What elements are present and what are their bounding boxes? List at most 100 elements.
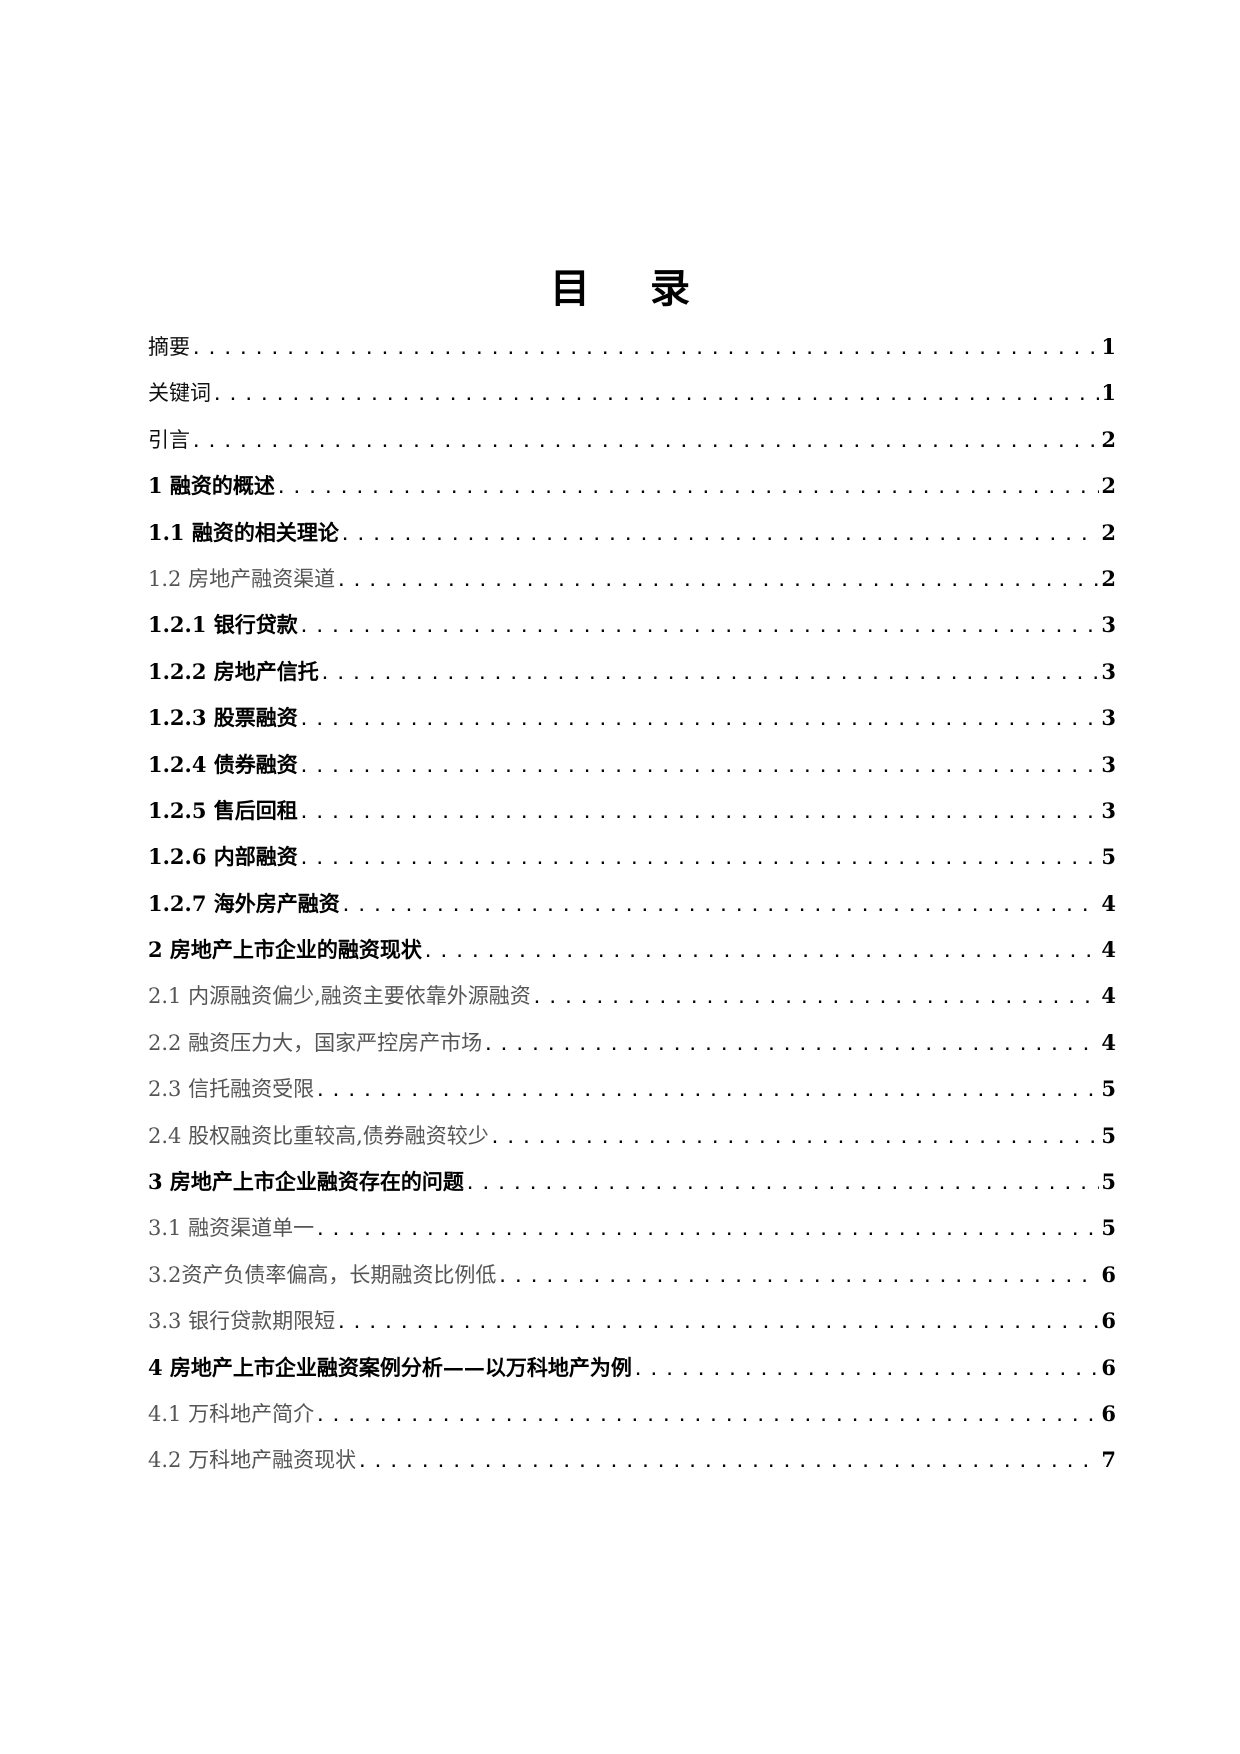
toc-entry-page-number: 1 [1101, 334, 1116, 359]
toc-entry-label: 1 融资的概述 [148, 473, 275, 499]
toc-entry[interactable]: 2.1 内源融资偏少,融资主要依靠外源融资 4 [148, 979, 1116, 1025]
dot-leader [337, 565, 1099, 599]
toc-entry[interactable]: 3 房地产上市企业融资存在的问题 5 [148, 1165, 1116, 1211]
dot-leader [213, 379, 1099, 413]
dot-leader [337, 1307, 1099, 1341]
toc-entry[interactable]: 1.2.3 股票融资3 [148, 701, 1116, 747]
toc-entry-page-number: 4 [1101, 1029, 1116, 1055]
dot-leader [192, 333, 1099, 367]
toc-entry-page-number: 3 [1101, 612, 1116, 638]
toc-entry-page-number: 3 [1101, 705, 1116, 731]
dot-leader [533, 982, 1100, 1016]
dot-leader [192, 426, 1099, 460]
toc-entry-label: 3.1 融资渠道单一 [148, 1216, 315, 1241]
toc-entry-page-number: 2 [1101, 565, 1116, 591]
toc-entry-page-number: 5 [1101, 1076, 1116, 1102]
toc-entry[interactable]: 1.2.5 售后回租 3 [148, 794, 1116, 840]
toc-entry[interactable]: 1.2.2 房地产信托 3 [148, 655, 1116, 701]
dot-leader [300, 843, 1100, 877]
toc-entry[interactable]: 摘要 1 [148, 330, 1116, 376]
toc-entry-page-number: 5 [1101, 1215, 1116, 1241]
toc-entry-page-number: 3 [1101, 797, 1116, 823]
toc-entry-label: 4 房地产上市企业融资案例分析——以万科地产为例 [148, 1354, 632, 1380]
toc-entry-label: 4.1 万科地产简介 [148, 1401, 315, 1426]
toc-entry-label: 1.2.5 售后回租 [148, 797, 298, 823]
toc-entry[interactable]: 3.3 银行贷款期限短 6 [148, 1304, 1116, 1350]
dot-leader [342, 890, 1100, 924]
toc-entry-page-number: 6 [1101, 1261, 1116, 1287]
dot-leader [300, 751, 1100, 785]
toc-entry-page-number: 5 [1101, 1122, 1116, 1148]
toc-entry-page-number: 6 [1101, 1354, 1116, 1380]
dot-leader [341, 519, 1100, 553]
toc-entry[interactable]: 3.2资产负债率偏高，长期融资比例低 6 [148, 1258, 1116, 1304]
toc-entry[interactable]: 关键词 1 [148, 376, 1116, 422]
toc-entry-page-number: 6 [1101, 1400, 1116, 1426]
toc-entry[interactable]: 4 房地产上市企业融资案例分析——以万科地产为例 6 [148, 1351, 1116, 1397]
toc-entry[interactable]: 2.2 融资压力大，国家严控房产市场 4 [148, 1026, 1116, 1072]
toc-entry[interactable]: 1.2.7 海外房产融资 4 [148, 887, 1116, 933]
dot-leader [300, 797, 1100, 831]
toc-entry[interactable]: 2 房地产上市企业的融资现状4 [148, 933, 1116, 979]
toc-title-char-2: 录 [650, 264, 750, 312]
toc-entry-page-number: 5 [1101, 1169, 1116, 1195]
toc-entry[interactable]: 引言 2 [148, 423, 1116, 469]
toc-entry-label: 1.2.2 房地产信托 [148, 658, 319, 684]
toc-title-char-1: 目 [550, 264, 650, 312]
dot-leader [634, 1354, 1099, 1388]
toc-entry-page-number: 5 [1101, 844, 1116, 870]
dot-leader [358, 1446, 1099, 1480]
toc-entry[interactable]: 2.3 信托融资受限 5 [148, 1072, 1116, 1118]
toc-entry[interactable]: 4.2 万科地产融资现状 7 [148, 1443, 1116, 1489]
toc-entry-label: 1.2.7 海外房产融资 [148, 890, 340, 916]
dot-leader [321, 658, 1100, 692]
toc-entry[interactable]: 4.1 万科地产简介 6 [148, 1397, 1116, 1443]
table-of-contents: 摘要1关键词1引言21 融资的概述21.1 融资的相关理论21.2 房地产融资渠… [148, 330, 1116, 1490]
toc-entry-label: 3 房地产上市企业融资存在的问题 [148, 1169, 464, 1195]
toc-title: 目录 [0, 263, 1240, 315]
toc-entry-label: 2.1 内源融资偏少,融资主要依靠外源融资 [148, 984, 531, 1009]
toc-entry[interactable]: 1.1 融资的相关理论2 [148, 516, 1116, 562]
toc-entry-label: 3.3 银行贷款期限短 [148, 1309, 336, 1334]
toc-entry-label: 2.3 信托融资受限 [148, 1077, 315, 1102]
toc-entry-page-number: 3 [1101, 658, 1116, 684]
toc-entry[interactable]: 1.2.6 内部融资 5 [148, 840, 1116, 886]
toc-entry-page-number: 7 [1101, 1447, 1116, 1473]
toc-entry-page-number: 4 [1101, 983, 1116, 1009]
dot-leader [316, 1400, 1099, 1434]
toc-entry-page-number: 2 [1101, 426, 1116, 452]
toc-entry-label: 2 房地产上市企业的融资现状 [148, 937, 422, 963]
toc-entry[interactable]: 1.2.4 债券融资3 [148, 748, 1116, 794]
dot-leader [316, 1214, 1099, 1248]
dot-leader [491, 1122, 1100, 1156]
dot-leader [498, 1261, 1099, 1295]
toc-entry-label: 3.2资产负债率偏高，长期融资比例低 [148, 1262, 497, 1287]
toc-entry[interactable]: 1.2.1 银行贷款 3 [148, 608, 1116, 654]
toc-entry-label: 引言 [148, 427, 190, 452]
toc-entry-page-number: 4 [1101, 890, 1116, 916]
toc-entry[interactable]: 1.2 房地产融资渠道 2 [148, 562, 1116, 608]
toc-entry-label: 2.4 股权融资比重较高,债券融资较少 [148, 1123, 489, 1148]
toc-entry-label: 摘要 [148, 335, 190, 359]
dot-leader [300, 704, 1100, 738]
dot-leader [300, 611, 1100, 645]
toc-entry[interactable]: 1 融资的概述 2 [148, 469, 1116, 515]
toc-entry-label: 1.2.4 债券融资 [148, 751, 298, 777]
dot-leader [484, 1029, 1099, 1063]
toc-entry-label: 1.2.6 内部融资 [148, 844, 298, 870]
dot-leader [277, 472, 1099, 506]
dot-leader [424, 936, 1099, 970]
toc-entry-page-number: 2 [1101, 473, 1116, 499]
toc-entry-label: 4.2 万科地产融资现状 [148, 1448, 357, 1473]
toc-entry[interactable]: 2.4 股权融资比重较高,债券融资较少 5 [148, 1119, 1116, 1165]
toc-entry-label: 1.2.1 银行贷款 [148, 612, 298, 638]
toc-entry-label: 2.2 融资压力大，国家严控房产市场 [148, 1030, 483, 1055]
toc-entry-page-number: 6 [1101, 1308, 1116, 1334]
toc-entry-page-number: 2 [1101, 519, 1116, 545]
toc-entry-page-number: 1 [1101, 380, 1116, 406]
toc-entry[interactable]: 3.1 融资渠道单一 5 [148, 1211, 1116, 1257]
toc-entry-label: 关键词 [148, 381, 211, 406]
toc-entry-label: 1.2 房地产融资渠道 [148, 566, 336, 591]
dot-leader [466, 1168, 1099, 1202]
